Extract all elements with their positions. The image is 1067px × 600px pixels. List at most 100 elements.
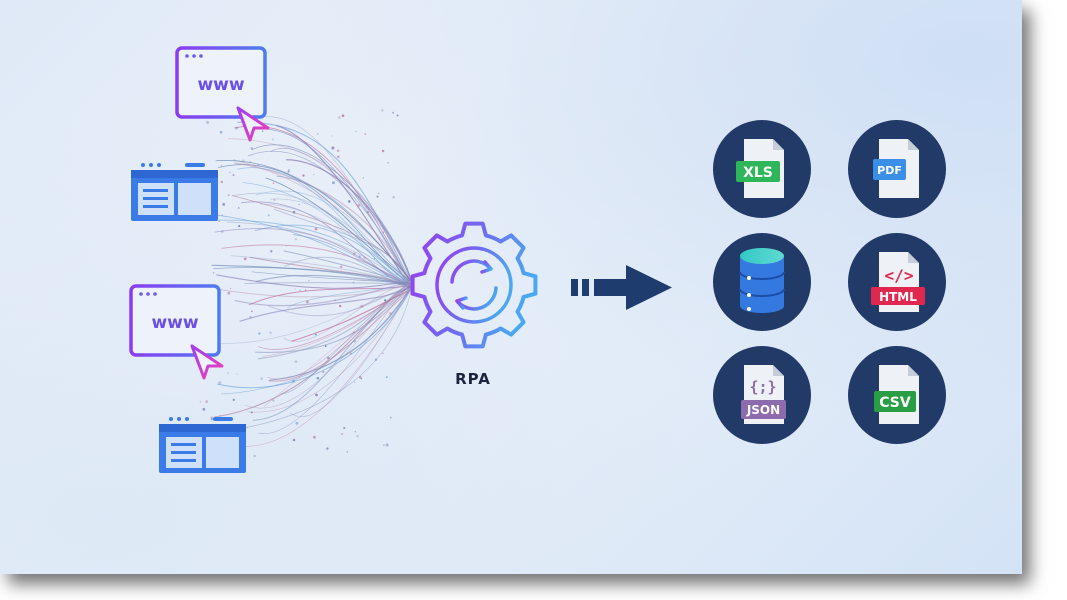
data-particle — [373, 258, 376, 260]
data-particle — [381, 109, 384, 112]
data-stream-line — [251, 144, 413, 284]
data-particle — [327, 356, 330, 360]
data-particle — [229, 171, 231, 174]
data-particle — [229, 287, 232, 290]
csv-file-label: CSV — [879, 395, 911, 411]
data-particle — [385, 443, 389, 447]
data-particle — [275, 384, 278, 387]
data-particle — [331, 146, 335, 150]
data-particle — [352, 281, 355, 284]
data-particle — [294, 360, 298, 363]
data-particle — [389, 416, 392, 419]
data-particle — [246, 427, 248, 429]
www-text: www — [151, 313, 198, 333]
data-stream-line — [253, 128, 413, 286]
data-stream-line — [228, 288, 413, 447]
data-particle — [354, 431, 356, 433]
data-particle — [347, 200, 351, 203]
data-particle — [353, 381, 356, 383]
data-particle — [353, 340, 356, 343]
data-particle — [395, 272, 399, 276]
data-particle — [396, 114, 399, 117]
data-particle — [202, 407, 206, 411]
data-stream-line — [284, 256, 413, 290]
data-particle — [360, 377, 363, 380]
data-stream-line — [204, 213, 413, 286]
data-particle — [358, 255, 361, 258]
data-particle — [261, 130, 264, 132]
data-particle — [322, 370, 325, 374]
data-stream-line — [280, 284, 413, 395]
data-particle — [353, 252, 356, 256]
data-particle — [250, 147, 254, 150]
data-particle — [292, 210, 296, 214]
data-particle — [251, 310, 253, 313]
data-particle — [238, 225, 241, 228]
data-particle — [346, 451, 348, 453]
data-particle — [360, 304, 364, 308]
output-html: </> HTML — [848, 233, 946, 331]
data-stream-line — [268, 288, 413, 382]
data-stream-line — [262, 281, 413, 357]
data-particle — [227, 194, 230, 197]
data-particle — [338, 304, 342, 308]
data-particle — [220, 164, 223, 167]
data-stream-line — [283, 281, 413, 342]
data-particle — [332, 181, 335, 185]
json-file-label: JSON — [746, 403, 780, 417]
data-particle — [340, 433, 344, 436]
output-xls: XLS — [713, 120, 811, 218]
data-particle — [294, 288, 296, 290]
data-particle — [294, 238, 298, 241]
data-particle — [258, 332, 261, 335]
www-text: www — [197, 75, 244, 95]
data-particle — [250, 411, 253, 414]
html-file-label: HTML — [879, 290, 917, 304]
data-particle — [357, 203, 361, 207]
data-particle — [374, 358, 378, 361]
data-stream-line — [211, 264, 413, 288]
data-particle — [331, 135, 333, 137]
data-particle — [350, 352, 352, 355]
data-particle — [316, 133, 319, 135]
data-particle — [219, 130, 223, 134]
data-particle — [220, 180, 224, 184]
data-particle — [334, 299, 337, 302]
data-stream-line — [268, 285, 413, 317]
data-particle — [236, 373, 238, 375]
data-streams — [204, 116, 413, 447]
data-particle — [384, 299, 387, 302]
output-json: {;} JSON — [713, 346, 811, 444]
flow-arrow-icon — [571, 265, 672, 310]
data-particle — [267, 214, 270, 217]
data-stream-line — [216, 284, 413, 389]
browser-window-icon: www — [129, 284, 224, 380]
data-particle — [272, 399, 275, 402]
data-particle — [339, 265, 343, 268]
data-particle — [324, 345, 327, 348]
data-particle — [212, 272, 215, 274]
data-particle — [376, 195, 379, 198]
data-stream-line — [283, 250, 413, 283]
data-particle — [260, 377, 263, 380]
data-particle — [249, 315, 252, 319]
data-particle — [356, 435, 359, 438]
diagram-card: www www — [0, 0, 1022, 574]
data-particle — [308, 279, 310, 282]
data-particle — [313, 435, 316, 439]
data-stream-line — [258, 284, 413, 350]
data-stream-line — [269, 198, 413, 283]
data-particle — [385, 376, 388, 379]
data-particle — [377, 192, 380, 195]
data-particle — [226, 372, 229, 375]
data-stream-line — [212, 284, 413, 298]
output-database — [713, 233, 811, 331]
data-particle — [221, 230, 224, 233]
data-particle — [353, 331, 355, 334]
data-stream-line — [220, 288, 413, 344]
data-stream-line — [234, 280, 413, 307]
web-page-layout-icon — [159, 417, 246, 473]
data-stream-line — [270, 148, 413, 282]
data-particle — [306, 300, 309, 304]
data-stream-line — [213, 267, 413, 289]
